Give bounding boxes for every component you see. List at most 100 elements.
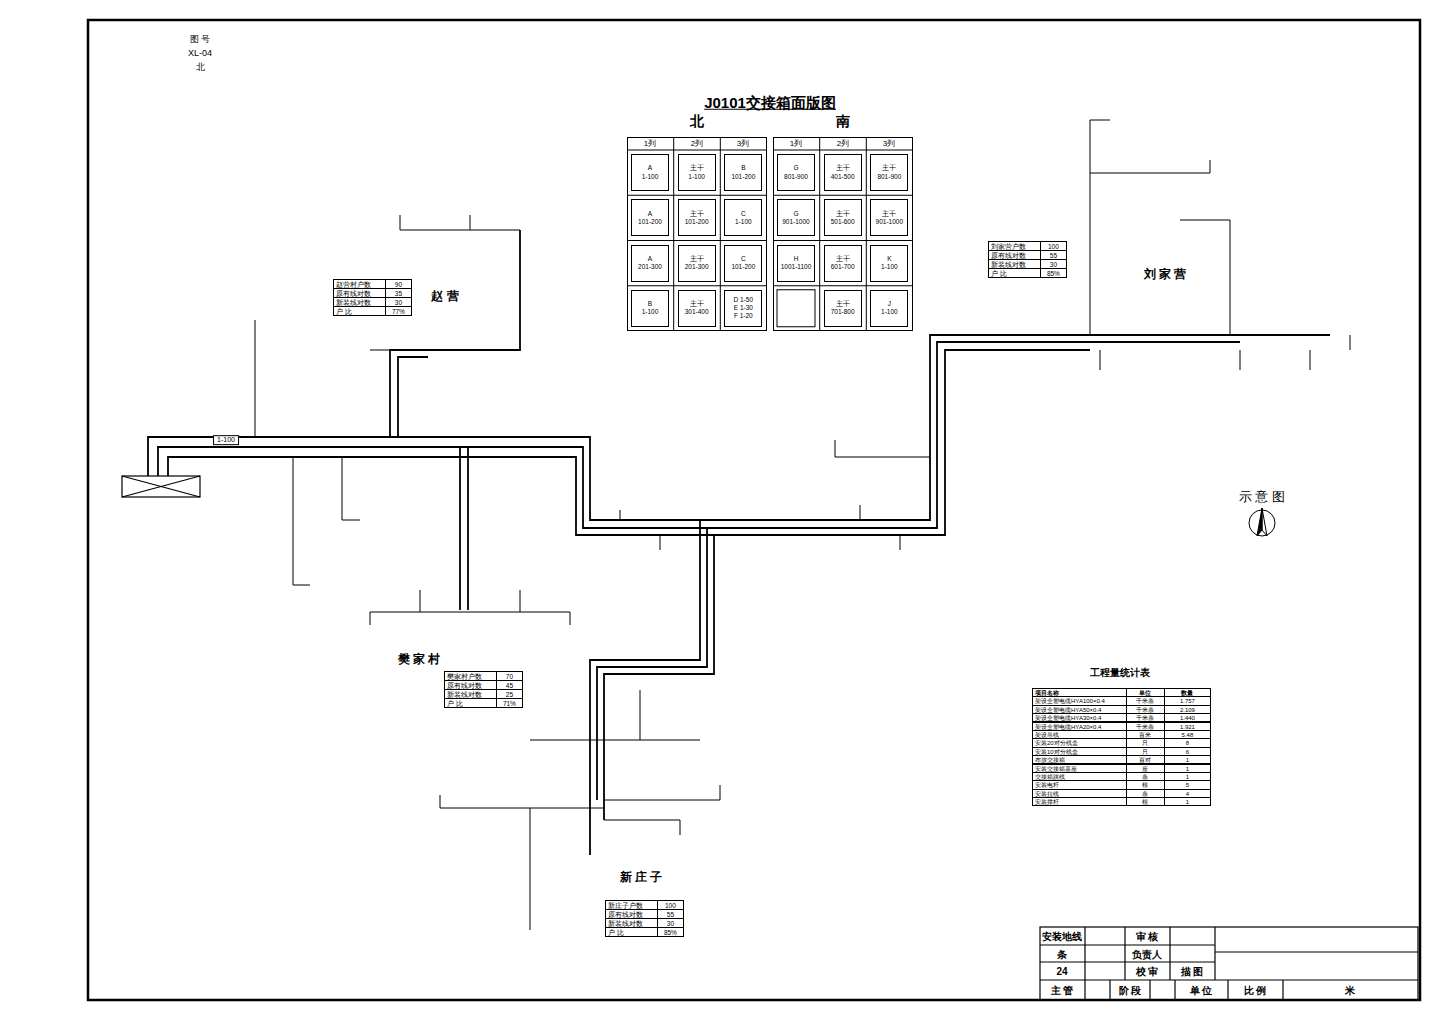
cell-text: A [648,210,652,218]
cell-text: H [794,255,799,263]
distribution-cell: 主干201-300 [678,245,716,282]
cell-text: 301-400 [685,308,709,316]
distribution-cell: 主干801-900 [870,154,908,191]
distribution-cell: G801-900 [777,154,815,191]
title-block-text: 主 管 [1051,985,1074,996]
village-name: 新 庄 子 [620,871,663,884]
cell-text: 主干 [690,164,704,172]
cell-text: 主干 [690,300,704,308]
cell-text: F 1-20 [734,312,753,320]
cell-text: B [648,300,652,308]
quantity-table-cell: 根 [1126,797,1165,806]
drawing-title: J0101交接箱面版图 [704,95,836,112]
distribution-cell: A101-200 [631,199,669,236]
title-block-text: 单 位 [1190,985,1213,996]
cell-text: E 1-30 [734,304,753,312]
village-stat-cell: 户 比 [988,268,1041,278]
village-stat-cell: 户 比 [333,306,386,316]
village-stat-cell: 85% [1040,268,1067,278]
village-name: 樊 家 村 [398,653,441,666]
village-stat-cell: 户 比 [444,698,497,708]
distribution-cell: 主干501-600 [824,199,862,236]
cell-text: 1-100 [881,308,898,316]
cell-text: 1-100 [642,308,659,316]
cell-text: 701-800 [831,308,855,316]
note-text: 图 号 [190,35,211,45]
cell-text: 主干 [836,255,850,263]
cell-text: 主干 [882,210,896,218]
distribution-cell: 主干1-100 [678,154,716,191]
cell-text: 主干 [882,164,896,172]
title-block-text: 审 核 [1136,931,1159,942]
title-block-text: 米 [1345,985,1355,996]
cell-text: 主干 [690,255,704,263]
cell-text: 1-100 [642,173,659,181]
cell-text: 主干 [836,300,850,308]
distribution-cell: A1-100 [631,154,669,191]
cell-text: 1-100 [688,173,705,181]
cell-text: K [887,255,891,263]
column-number: 2列 [837,140,849,149]
cell-text: 主干 [836,164,850,172]
quantity-table-cell: 1 [1164,797,1211,806]
cell-text: J [888,300,891,308]
title-block-text: 安装地线 [1042,931,1082,942]
title-block-text: 负责人 [1132,949,1162,960]
cell-text: 201-300 [685,263,709,271]
cell-text: 101-200 [731,263,755,271]
title-block-text: 描 图 [1181,966,1204,977]
distribution-cell: 主干301-400 [678,290,716,327]
column-number: 3列 [883,140,895,149]
cell-text: 801-900 [784,173,808,181]
north-arrow-label: 示 意 图 [1239,490,1285,504]
cell-text: B [741,164,745,172]
cell-text: 501-600 [831,218,855,226]
cell-text: 101-200 [685,218,709,226]
village-stat-cell: 77% [385,306,412,316]
column-number: 2列 [691,140,703,149]
column-number: 1列 [790,140,802,149]
note-text: XL-04 [188,49,212,59]
distribution-cell: 主干401-500 [824,154,862,191]
column-number: 1列 [644,140,656,149]
cell-text: G [793,164,798,172]
distribution-cell: 主干101-200 [678,199,716,236]
title-block-text: 阶 段 [1119,985,1142,996]
village-stat-cell: 户 比 [605,927,658,937]
cell-text: C [741,255,746,263]
title-block-text: 24 [1056,966,1067,977]
title-block-text: 校 审 [1136,966,1159,977]
cell-text: G [793,210,798,218]
panel-heading: 北 [628,113,766,131]
panel-box: 南G801-900主干401-500主干801-900G901-1000主干50… [773,137,913,331]
distribution-cell: K1-100 [870,245,908,282]
cell-text: 1001-1100 [781,263,812,271]
title-block-text: 比 例 [1244,985,1267,996]
village-name: 赵 营 [431,290,458,303]
cell-text: A [648,255,652,263]
column-number: 3列 [737,140,749,149]
distribution-cell: 主干901-1000 [870,199,908,236]
cell-text: 801-900 [877,173,901,181]
title-block-text: 条 [1057,949,1067,960]
cell-text: 101-200 [731,173,755,181]
cell-text: 401-500 [831,173,855,181]
panel-box: 北A1-100主干1-100B101-200A101-200主干101-200C… [627,137,767,331]
distribution-cell: 主干601-700 [824,245,862,282]
cell-text: 主干 [690,210,704,218]
distribution-cell: D 1-50E 1-30F 1-20 [724,290,762,327]
cell-text: 201-300 [638,263,662,271]
cell-text: 主干 [836,210,850,218]
cell-text: 601-700 [831,263,855,271]
pair-range: 1-100 [213,435,239,445]
note-text: 北 [196,63,205,73]
quantity-table-cell: 安装撑杆 [1032,797,1127,806]
cell-text: 1-100 [881,263,898,271]
distribution-cell: J1-100 [870,290,908,327]
distribution-cell: H1001-1100 [777,245,815,282]
cell-text: 901-1000 [876,218,903,226]
distribution-cell: C1-100 [724,199,762,236]
cell-text: 901-1000 [782,218,809,226]
cell-text: A [648,164,652,172]
